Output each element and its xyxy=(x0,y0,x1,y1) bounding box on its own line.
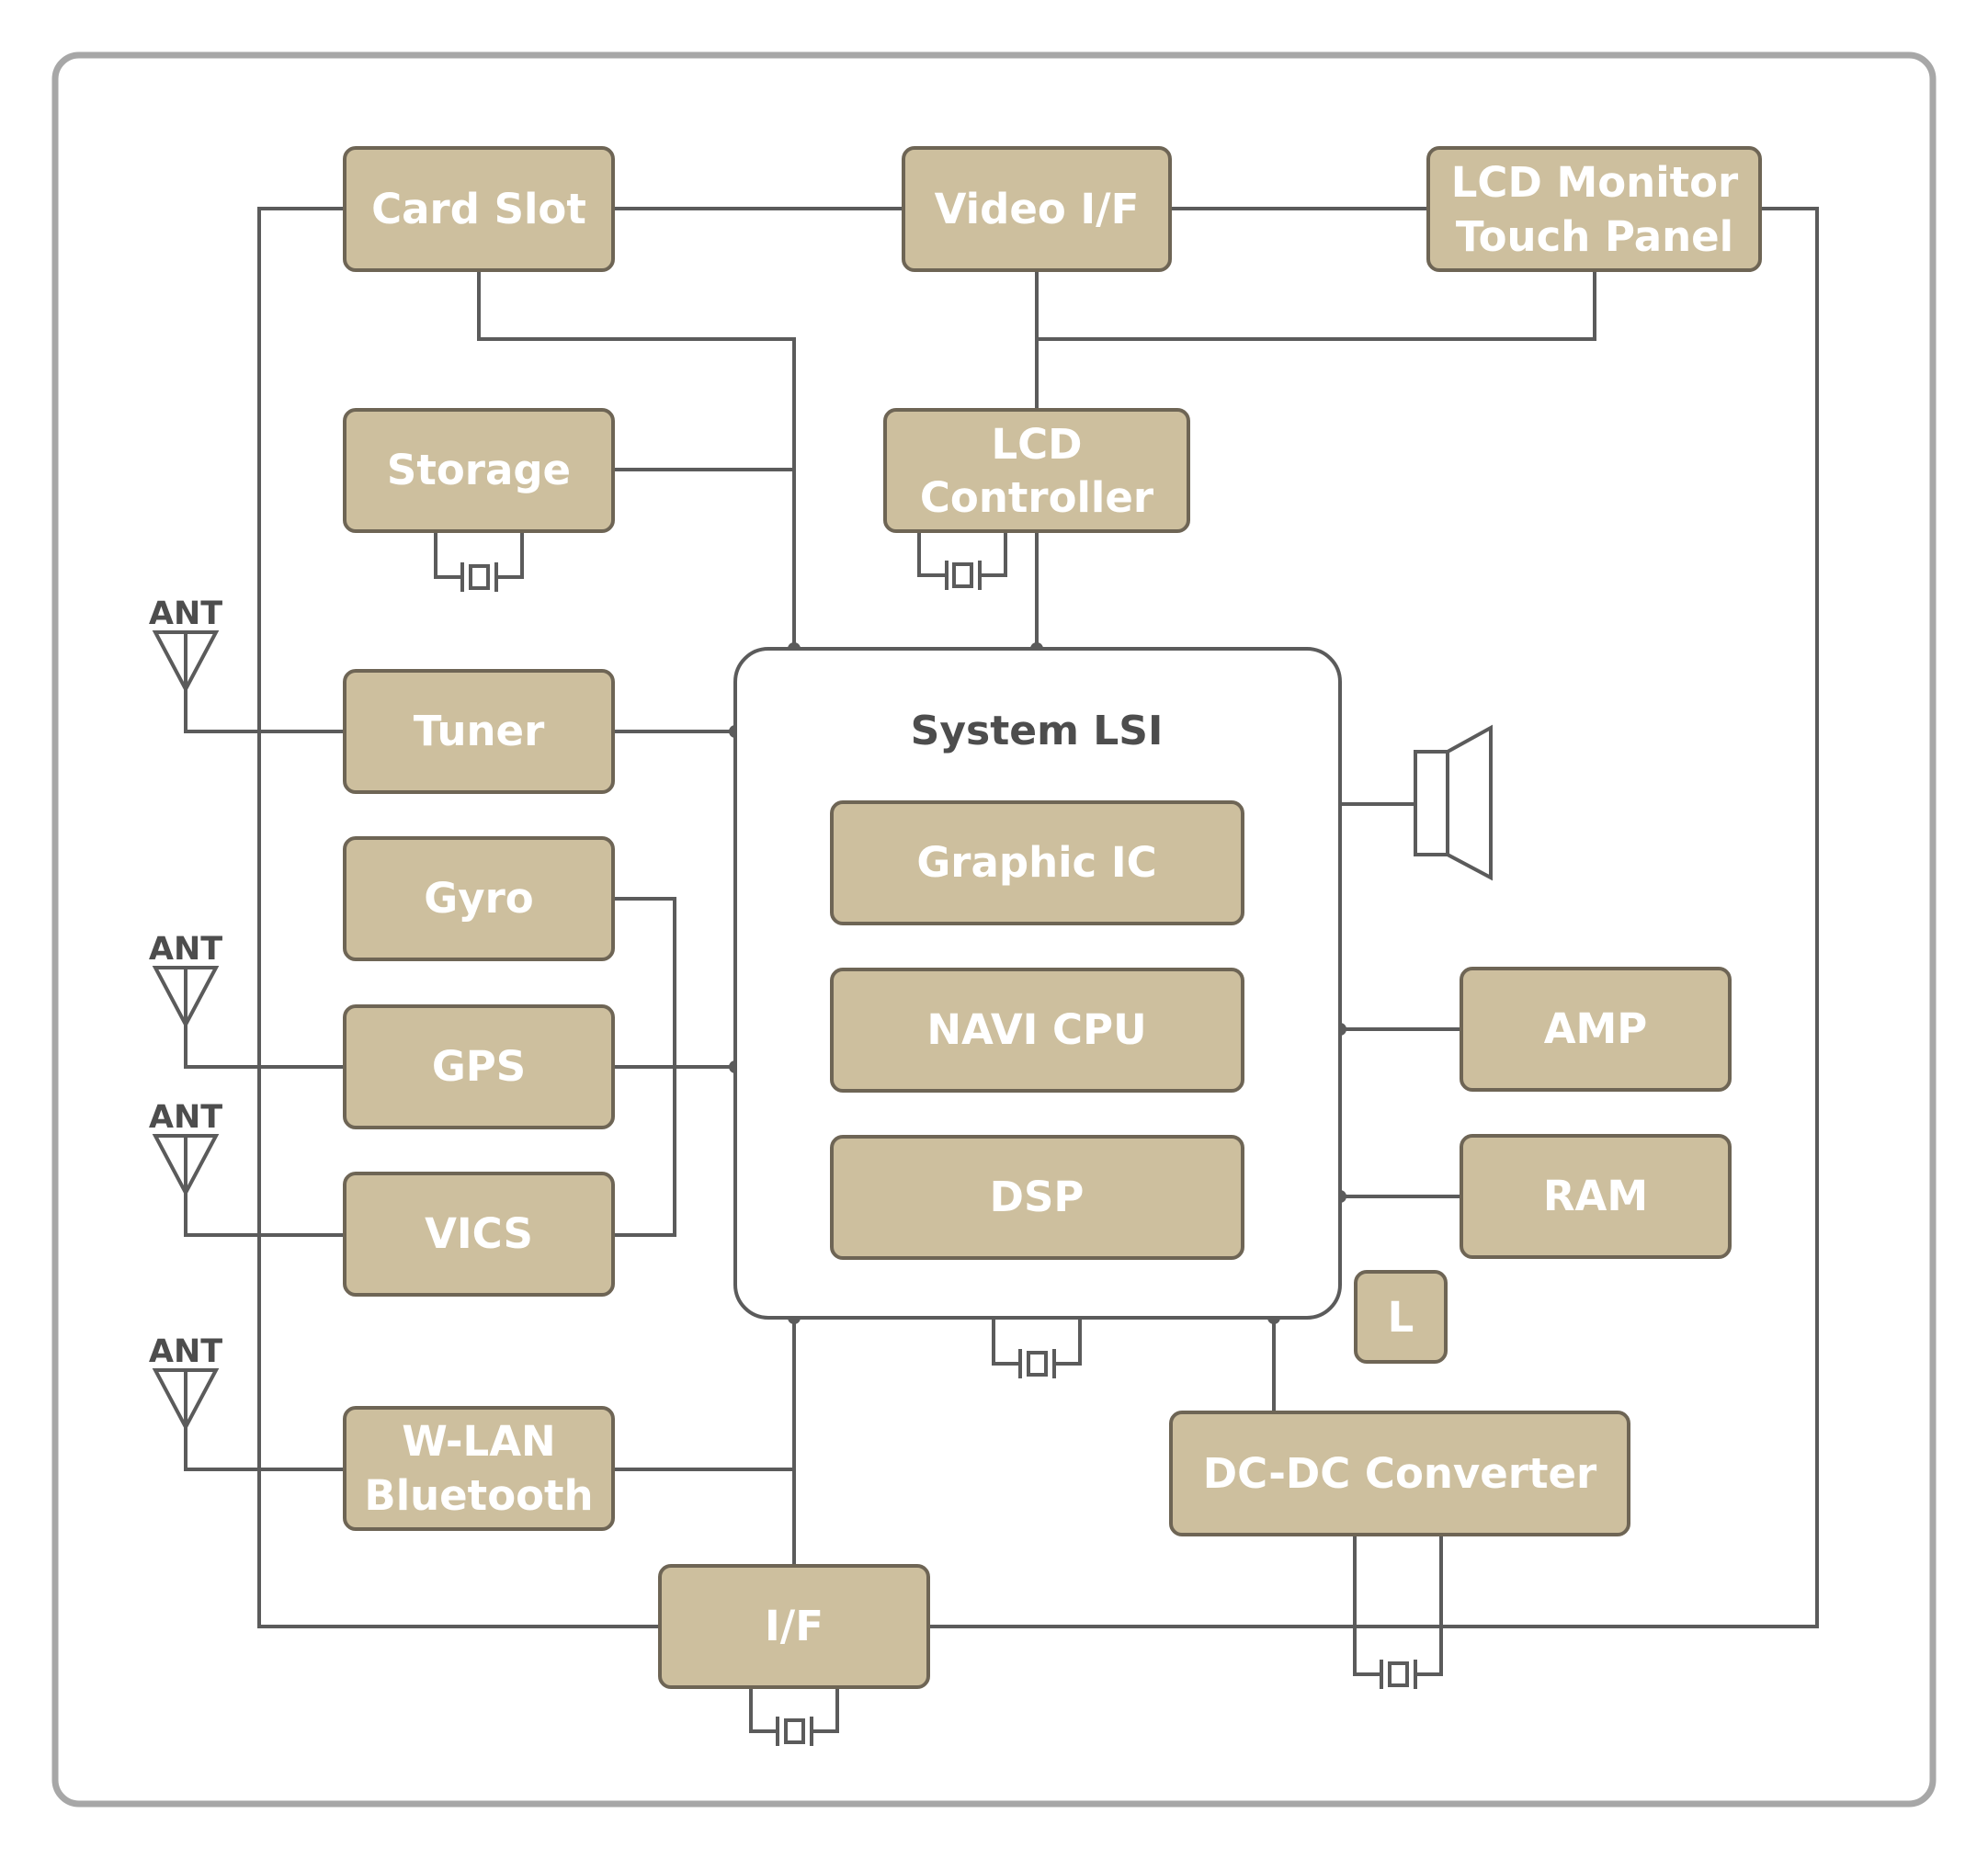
block-label: L xyxy=(1388,1293,1414,1342)
antenna-icon: ANT xyxy=(149,931,222,1029)
block-label: RAM xyxy=(1543,1172,1648,1220)
storage-block: Storage xyxy=(343,408,615,533)
tuner-block: Tuner xyxy=(343,669,615,794)
video-if-block: Video I/F xyxy=(902,146,1172,272)
connection-wires xyxy=(184,207,1819,1628)
wlan-bluetooth-block: W-LAN Bluetooth xyxy=(343,1406,615,1531)
block-label: Controller xyxy=(920,473,1154,522)
block-label: AMP xyxy=(1544,1004,1648,1053)
crystal-oscillator-icon xyxy=(992,1318,1082,1378)
block-label: LCD xyxy=(991,420,1082,469)
speaker-icon xyxy=(1414,724,1493,881)
lcd-controller-block: LCD Controller xyxy=(883,408,1190,533)
block-label: DSP xyxy=(990,1173,1085,1221)
block-label: VICS xyxy=(425,1209,533,1258)
block-label: GPS xyxy=(432,1042,526,1091)
block-label: Bluetooth xyxy=(364,1471,593,1520)
block-label: LCD Monitor xyxy=(1451,158,1739,207)
ram-block: RAM xyxy=(1460,1134,1732,1259)
block-label: Tuner xyxy=(414,707,545,755)
antenna-icon: ANT xyxy=(149,1333,222,1432)
block-label: Video I/F xyxy=(935,185,1140,233)
gps-block: GPS xyxy=(343,1004,615,1129)
block-label: W-LAN xyxy=(402,1417,555,1466)
block-label: Graphic IC xyxy=(916,838,1156,887)
lcd-monitor-touch-panel-block: LCD Monitor Touch Panel xyxy=(1426,146,1762,272)
block-label: I/F xyxy=(765,1602,824,1650)
antenna-icon: ANT xyxy=(149,1099,222,1197)
crystal-oscillator-icon xyxy=(917,531,1007,590)
card-slot-block: Card Slot xyxy=(343,146,615,272)
crystal-oscillator-icon xyxy=(749,1687,839,1746)
block-label: Touch Panel xyxy=(1456,212,1733,261)
amp-block: AMP xyxy=(1460,967,1732,1092)
block-label: NAVI CPU xyxy=(926,1005,1146,1054)
navi-cpu-block: NAVI CPU xyxy=(830,968,1244,1093)
if-block: I/F xyxy=(658,1564,930,1689)
dcdc-converter-block: DC-DC Converter xyxy=(1169,1411,1630,1536)
graphic-ic-block: Graphic IC xyxy=(830,800,1244,925)
inductor-block: L xyxy=(1354,1270,1448,1364)
block-label: Gyro xyxy=(424,874,533,923)
block-label: Storage xyxy=(387,446,571,494)
crystal-oscillator-icon xyxy=(434,531,524,592)
block-label: Card Slot xyxy=(371,185,586,233)
vics-block: VICS xyxy=(343,1172,615,1297)
antenna-label: ANT xyxy=(149,1333,222,1370)
dsp-block: DSP xyxy=(830,1135,1244,1260)
gyro-block: Gyro xyxy=(343,836,615,961)
antenna-label: ANT xyxy=(149,1099,222,1136)
antenna-label: ANT xyxy=(149,595,222,632)
antenna-label: ANT xyxy=(149,931,222,968)
system-lsi-title: System LSI xyxy=(911,708,1164,754)
crystal-oscillator-icon xyxy=(1353,1535,1443,1689)
block-label: DC-DC Converter xyxy=(1203,1449,1597,1498)
antenna-icon: ANT xyxy=(149,595,222,694)
